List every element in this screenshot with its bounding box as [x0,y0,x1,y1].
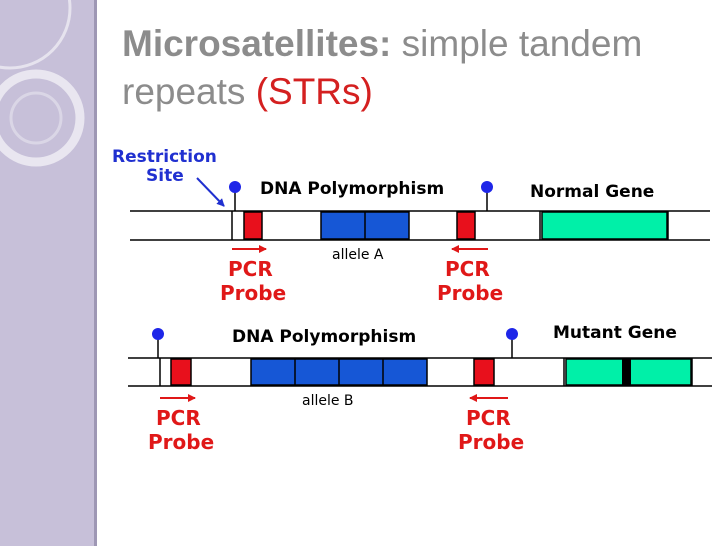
allele-a-label: allele A [332,247,384,263]
decorative-circles [0,0,85,167]
top-polymorphism-label: DNA Polymorphism [260,179,444,199]
sidebar-panel [0,0,94,546]
bottom-left-restriction-site [152,328,164,340]
bottom-polymorphism-label: DNA Polymorphism [232,327,416,347]
top-left-restriction-site [229,181,241,193]
top-right-probe-site [456,211,476,240]
bottom-right-restriction-site [506,328,518,340]
restriction-site-label-1: Restriction [112,147,217,167]
title-bold: Microsatellites: [122,23,392,64]
allele-b-label: allele B [302,393,354,409]
title-highlight: (STRs) [255,71,373,112]
normal-gene-label: Normal Gene [530,182,654,202]
bottom-left-probe-site [170,358,192,386]
normal-gene-block [541,211,668,240]
top-right-pcr-label: PCR [445,257,490,281]
bottom-left-pcr-label: PCR [156,406,201,430]
mutation-marker [622,359,631,385]
top-left-probe-label: Probe [220,281,286,305]
mutant-gene-label: Mutant Gene [553,323,677,343]
title-rest: simple tandem repeats [122,23,643,112]
top-right-probe-label: Probe [437,281,503,305]
top-left-probe-site [243,211,263,240]
bottom-right-probe-label: Probe [458,430,524,454]
sidebar-edge [94,0,97,546]
bottom-left-probe-label: Probe [148,430,214,454]
slide-title: Microsatellites: simple tandem repeats (… [122,20,712,116]
top-left-pcr-label: PCR [228,257,273,281]
restriction-site-arrow [196,177,225,207]
restriction-site-label-2: Site [146,166,184,186]
top-right-restriction-site [481,181,493,193]
bottom-right-probe-site [473,358,495,386]
bottom-right-pcr-label: PCR [466,406,511,430]
